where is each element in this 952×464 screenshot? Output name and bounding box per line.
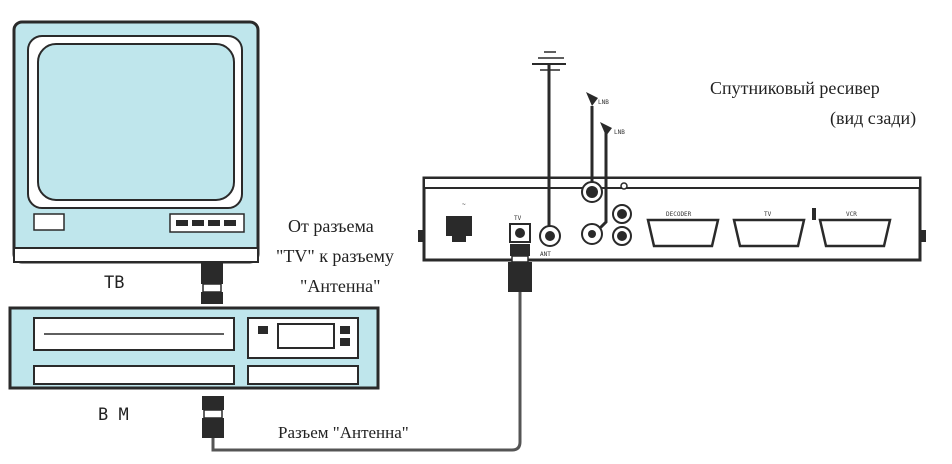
scart-decoder-label: DECODER	[666, 211, 692, 218]
tv-control-button	[208, 220, 220, 226]
tv-control-button	[192, 220, 204, 226]
connector-plug-ring	[203, 409, 223, 419]
vcr-button	[340, 338, 350, 346]
lnb2-label: LNB	[614, 129, 625, 136]
lnb1-label: LNB	[598, 99, 609, 106]
scart-tv-label: TV	[764, 211, 772, 218]
vcr-display	[277, 323, 335, 349]
connector-plug-ring	[511, 255, 529, 263]
ant-in-jack-core	[545, 231, 555, 241]
scart-decoder	[646, 218, 720, 248]
vcr-antenna-connector	[202, 396, 224, 438]
tv-control-panel	[169, 213, 245, 233]
power-socket-mark: ~	[462, 201, 466, 208]
lnb2-jack-core	[588, 230, 596, 238]
connector-plug	[201, 292, 223, 304]
receiver-top-edge	[423, 177, 921, 189]
receiver-indicator	[620, 182, 628, 190]
vcr-lower-panel	[247, 365, 359, 385]
scart-vcr	[818, 218, 892, 248]
tv-screen	[37, 43, 235, 201]
connector-plug	[510, 244, 530, 256]
receiver-foot	[418, 230, 424, 242]
lnb1-dish-icon	[586, 92, 598, 106]
satellite-receiver: ~ TV ANT DECODER TV VCR	[418, 176, 926, 262]
receiver-title-line1: Спутниковый ресивер	[710, 78, 880, 98]
vcr-button	[258, 326, 268, 334]
connector-plug	[508, 262, 532, 292]
tv-power-button	[33, 213, 65, 231]
receiver-rf-plug	[508, 244, 532, 292]
tv-set	[12, 20, 260, 264]
power-socket-base	[452, 236, 466, 242]
lnb2-dish-icon	[600, 122, 612, 136]
power-socket	[446, 216, 472, 236]
tv-control-button	[224, 220, 236, 226]
receiver-title-line2: (вид сзади)	[830, 108, 916, 129]
tv-label: ТВ	[104, 273, 124, 293]
antenna-jack-note: Разъем "Антенна"	[278, 423, 409, 442]
vcr-label: В М	[98, 405, 129, 425]
scart-tv	[732, 218, 806, 248]
receiver-divider-slot	[812, 208, 816, 220]
audio-jack-core	[617, 231, 627, 241]
lnb1-jack-core	[586, 186, 598, 198]
tv-vcr-connector	[201, 262, 223, 304]
receiver-foot	[920, 230, 926, 242]
terrestrial-antenna	[532, 51, 566, 226]
vcr	[8, 306, 380, 390]
lnb1-cable: LNB	[586, 92, 609, 182]
vcr-button	[340, 326, 350, 334]
rf-out-jack-core	[515, 228, 525, 238]
rf-out-label: TV	[514, 215, 522, 222]
connection-note-line2: "TV" к разъему	[276, 246, 394, 266]
lnb2-wire	[598, 132, 608, 230]
connection-note-line3: "Антенна"	[300, 276, 380, 296]
tv-stand	[13, 247, 259, 263]
vcr-lower-panel	[33, 365, 235, 385]
connection-note-line1: От разъема	[288, 216, 374, 236]
rf-cable	[211, 292, 522, 452]
scart-vcr-label: VCR	[846, 211, 857, 218]
connector-plug	[201, 262, 223, 284]
ant-in-label: ANT	[540, 251, 551, 258]
connector-plug	[202, 418, 224, 438]
connector-plug	[202, 396, 224, 410]
tv-control-button	[176, 220, 188, 226]
audio-jack-core	[617, 209, 627, 219]
connector-plug-ring	[202, 283, 222, 293]
lnb2-cable: LNB	[598, 122, 625, 230]
